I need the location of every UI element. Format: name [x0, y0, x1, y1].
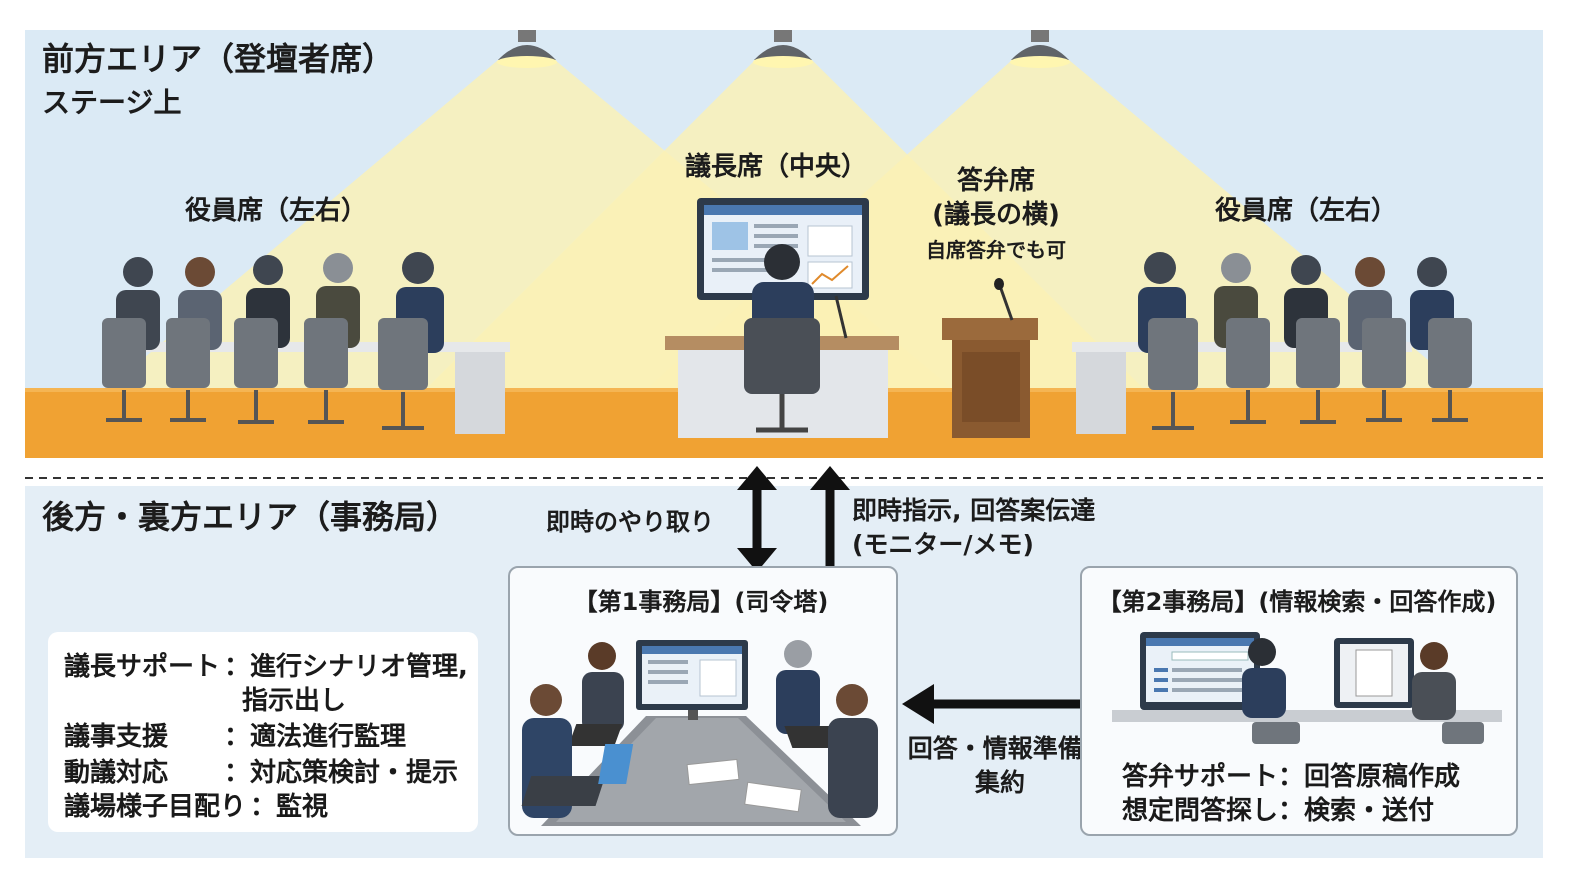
role-value: ：対応策検討・提示 — [224, 758, 459, 788]
role-label: 議長サポート — [64, 652, 221, 682]
role-label: 議場様子目配り — [64, 792, 247, 822]
answer-prep-sublabel: 集約 — [974, 768, 1026, 797]
office2-illustration — [1112, 632, 1502, 744]
instruction-sublabel: (モニター/メモ) — [852, 530, 1034, 559]
officers-right-label: 役員席（左右） — [1214, 196, 1398, 226]
role-label: 議事支援 — [64, 722, 169, 752]
role-value-continued: 指示出し — [242, 686, 347, 716]
office2-title: 【第2事務局】(情報検索・回答作成) — [1097, 588, 1497, 616]
front-area-subtitle: ステージ上 — [42, 86, 182, 119]
back-area-title: 後方・裏方エリア（事務局） — [42, 498, 459, 536]
office2-row: 想定問答探し：検索・送付 — [1122, 796, 1435, 826]
light-beam-right — [640, 60, 1470, 395]
role-value: ：監視 — [250, 792, 329, 822]
spotlight-icon — [753, 30, 813, 68]
realtime-exchange-label: 即時のやり取り — [546, 508, 714, 536]
office1-meeting-illustration — [521, 640, 878, 826]
spotlight-icon — [1010, 30, 1070, 68]
chair-seat-label: 議長席（中央） — [684, 152, 868, 182]
office1-title: 【第1事務局】(司令塔) — [573, 588, 829, 616]
answer-prep-label: 回答・情報準備, — [907, 734, 1093, 763]
chair-desk — [665, 198, 899, 438]
answer-seat-note: 自席答弁でも可 — [926, 238, 1066, 262]
spotlight-icon — [497, 30, 557, 68]
role-value: ：適法進行監理 — [224, 722, 407, 752]
officers-table-right — [1072, 252, 1472, 434]
role-value: ：進行シナリオ管理, — [224, 652, 468, 682]
answer-seat-label: 答弁席 — [956, 166, 1036, 196]
instruction-label: 即時指示, 回答案伝達 — [852, 496, 1096, 525]
office2-row: 答弁サポート：回答原稿作成 — [1122, 762, 1461, 792]
officers-table-left — [102, 252, 510, 434]
front-area-title: 前方エリア（登壇者席） — [42, 40, 395, 78]
officers-left-label: 役員席（左右） — [184, 196, 368, 226]
podium — [942, 278, 1038, 438]
answer-seat-sub: (議長の横) — [932, 200, 1060, 230]
role-label: 動議対応 — [64, 758, 169, 788]
roles-panel — [48, 632, 478, 832]
